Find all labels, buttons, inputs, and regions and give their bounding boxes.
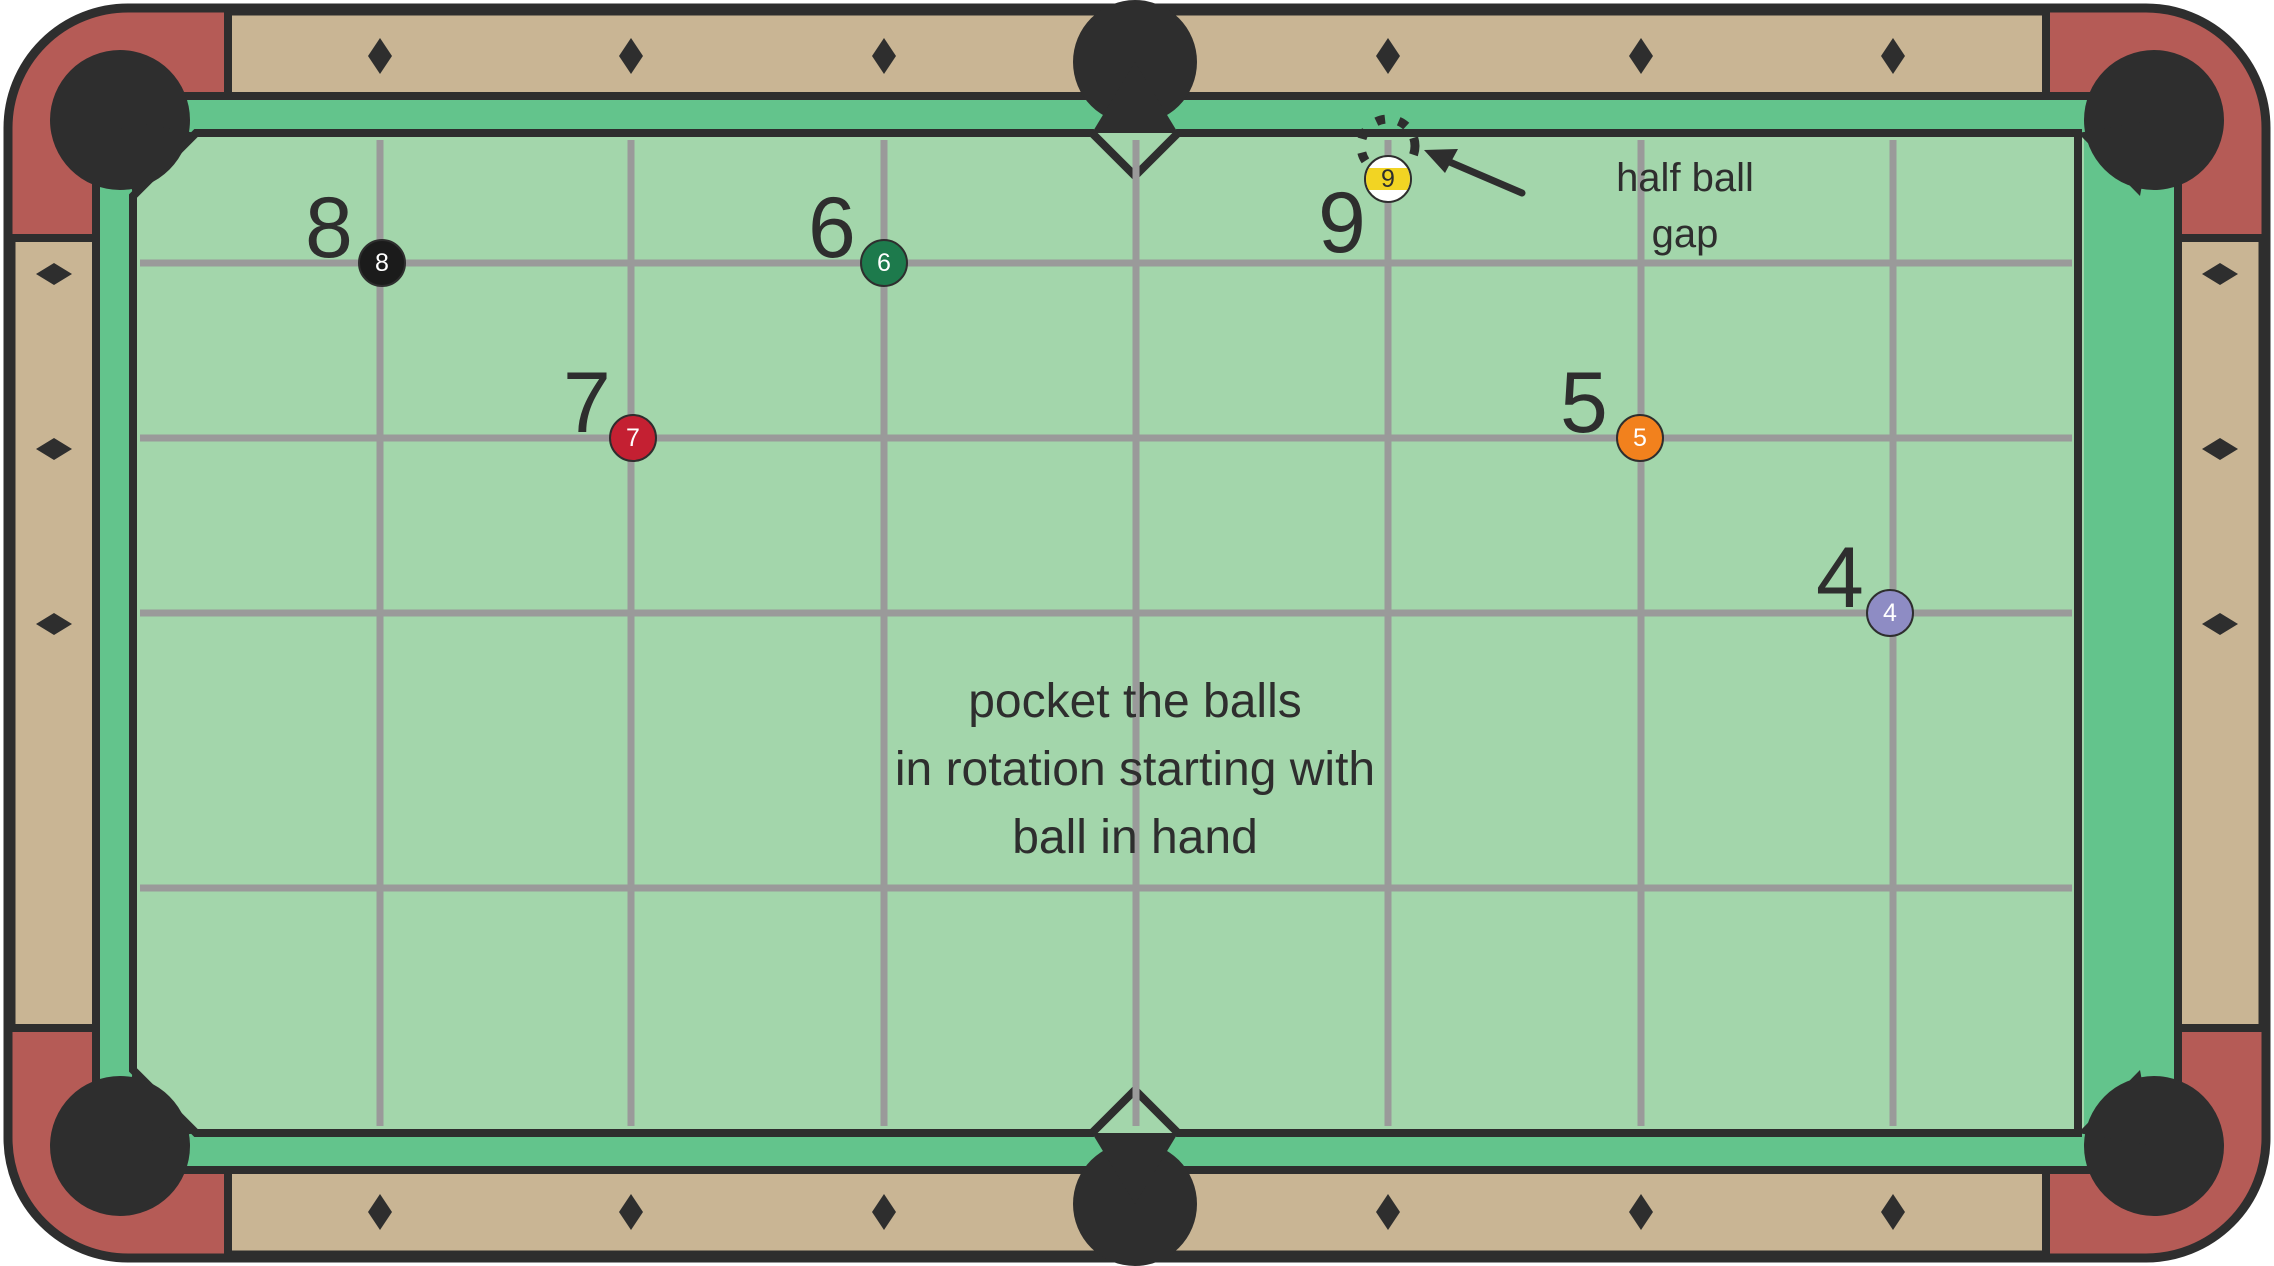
order-label-7: 7 bbox=[563, 355, 611, 451]
throat-bl bbox=[120, 1070, 196, 1146]
diamond-right-3 bbox=[2202, 613, 2238, 635]
ball-5-number: 5 bbox=[1633, 423, 1647, 452]
ball-7[interactable]: 7 bbox=[609, 414, 657, 462]
order-label-9: 9 bbox=[1318, 175, 1366, 271]
throat-bottom-side bbox=[1092, 1133, 1178, 1204]
diamond-bottom-2 bbox=[619, 1194, 643, 1230]
ball-4-number: 4 bbox=[1883, 598, 1897, 627]
ball-8[interactable]: 8 bbox=[358, 239, 406, 287]
instruction-line-1: pocket the balls bbox=[968, 675, 1302, 728]
bed-outline bbox=[129, 129, 2082, 1137]
grid-lines bbox=[140, 140, 2072, 1126]
diamond-right-2 bbox=[2202, 438, 2238, 460]
diamond-bottom-5 bbox=[1629, 1194, 1653, 1230]
ball-4[interactable]: 4 bbox=[1866, 589, 1914, 637]
ball-9[interactable]: 9 bbox=[1364, 155, 1412, 203]
rail-diamonds bbox=[36, 38, 2238, 1230]
instruction-line-3: ball in hand bbox=[1012, 811, 1258, 864]
corner-caps bbox=[12, 12, 2262, 1254]
diamond-bottom-3 bbox=[872, 1194, 896, 1230]
diamond-left-1 bbox=[36, 263, 72, 285]
throat-top-side bbox=[1092, 62, 1178, 133]
throat-br bbox=[2078, 1070, 2154, 1146]
diamond-bottom-1 bbox=[368, 1194, 392, 1230]
order-label-4: 4 bbox=[1816, 530, 1864, 626]
annotation-arrow bbox=[1424, 149, 1526, 197]
pockets bbox=[50, 0, 2224, 1266]
ball-7-number: 7 bbox=[626, 423, 640, 452]
annotation-line-1: half ball bbox=[1616, 156, 1754, 200]
order-label-8: 8 bbox=[305, 180, 353, 276]
ball-6-number: 6 bbox=[877, 248, 891, 277]
diamond-bottom-4 bbox=[1376, 1194, 1400, 1230]
diamond-top-4 bbox=[1376, 38, 1400, 74]
gap-dashed-circle bbox=[1356, 114, 1420, 178]
diamond-left-3 bbox=[36, 613, 72, 635]
ball-5[interactable]: 5 bbox=[1616, 414, 1664, 462]
diamond-top-2 bbox=[619, 38, 643, 74]
throat-tr bbox=[2078, 120, 2154, 196]
diamond-top-1 bbox=[368, 38, 392, 74]
diamond-bottom-6 bbox=[1881, 1194, 1905, 1230]
half-ball-gap-marker bbox=[1356, 114, 1420, 178]
annotation-line-2: gap bbox=[1651, 212, 1719, 256]
arrow-head bbox=[1424, 149, 1458, 173]
throat-tl bbox=[120, 120, 196, 196]
diamond-left-2 bbox=[36, 438, 72, 460]
diamond-top-3 bbox=[872, 38, 896, 74]
instruction-text: pocket the balls in rotation starting wi… bbox=[835, 678, 1435, 862]
order-label-6: 6 bbox=[808, 180, 856, 276]
ball-9-stripe bbox=[1366, 168, 1410, 190]
ball-6[interactable]: 6 bbox=[860, 239, 908, 287]
ball-8-number: 8 bbox=[375, 248, 389, 277]
instruction-line-2: in rotation starting with bbox=[894, 743, 1376, 796]
half-ball-gap-annotation: half ball gap bbox=[1520, 155, 1850, 257]
diamond-top-5 bbox=[1629, 38, 1653, 74]
diamond-top-6 bbox=[1881, 38, 1905, 74]
diamond-right-1 bbox=[2202, 263, 2238, 285]
ball-9-number: 9 bbox=[1381, 164, 1395, 193]
order-label-5: 5 bbox=[1560, 355, 1608, 451]
arrow-shaft bbox=[1434, 153, 1526, 197]
